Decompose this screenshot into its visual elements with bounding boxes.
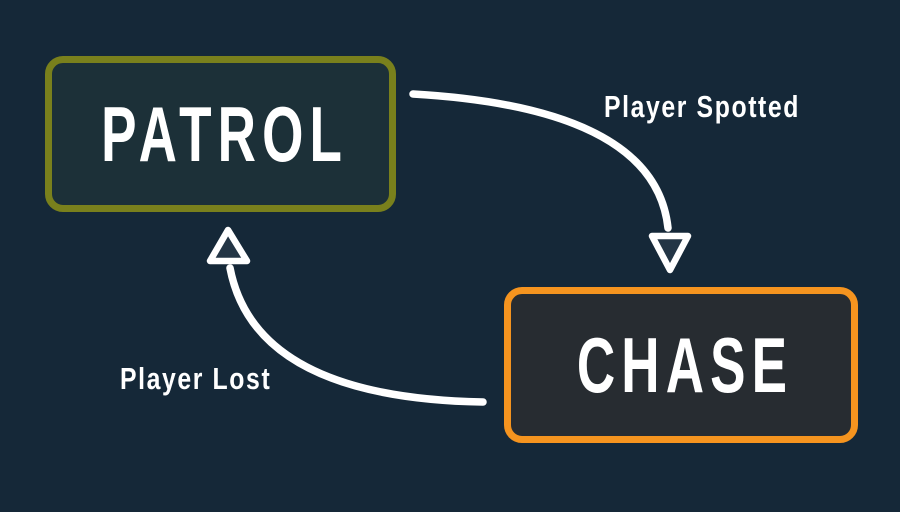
transition-label-player-lost-text: Player Lost — [120, 361, 272, 396]
arrow-patrol-to-chase — [409, 90, 672, 232]
transition-label-player-spotted-text: Player Spotted — [604, 89, 801, 124]
arrow-chase-to-patrol — [226, 264, 487, 406]
state-node-chase: CHASE — [504, 287, 858, 443]
transition-label-player-spotted: Player Spotted — [604, 91, 849, 122]
arrowhead-down-icon — [648, 232, 692, 274]
state-label-chase: CHASE — [577, 321, 794, 409]
state-node-patrol: PATROL — [45, 56, 396, 212]
transition-label-player-lost: Player Lost — [120, 363, 309, 394]
state-label-patrol: PATROL — [101, 90, 349, 178]
arrowhead-up-icon — [206, 226, 251, 265]
